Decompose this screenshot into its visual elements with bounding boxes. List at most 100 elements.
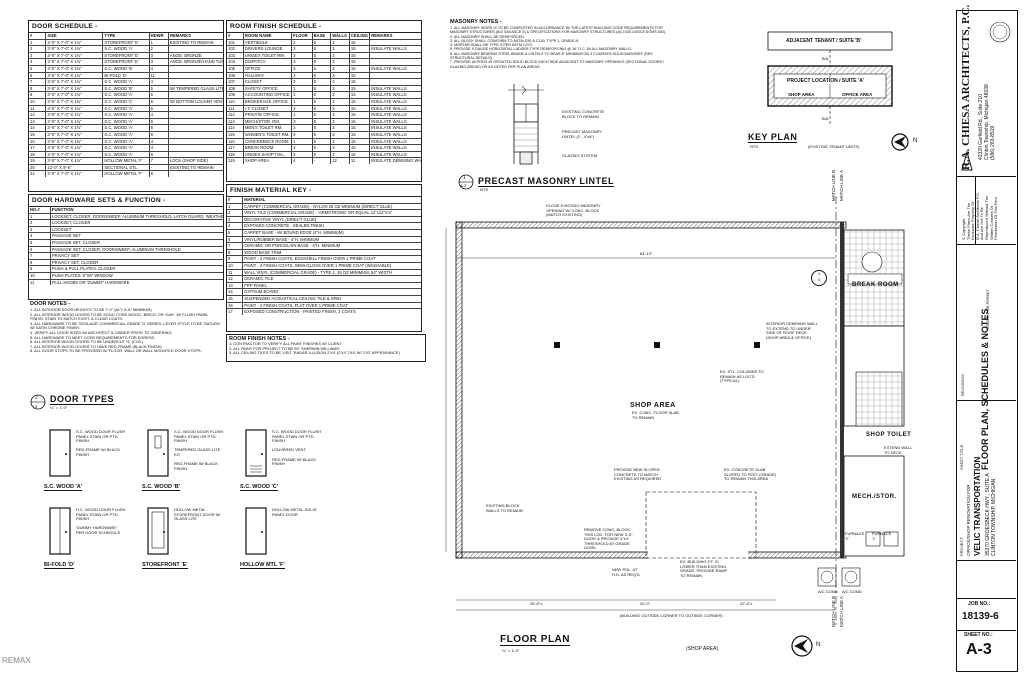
key-plan-north-icon bbox=[891, 133, 909, 151]
door-elevation-icon bbox=[245, 507, 267, 555]
table-cell: S.C. WOOD 'A' bbox=[103, 151, 150, 158]
lintel-scale: NTS bbox=[480, 187, 488, 192]
table-cell: 3 bbox=[227, 216, 244, 223]
table-cell: CONFERENCE ROOM bbox=[244, 138, 293, 145]
table-cell: 6 bbox=[313, 59, 332, 65]
table-cell: DISPATCH bbox=[244, 59, 293, 65]
table-cell: 3 bbox=[292, 65, 313, 72]
table-cell: CARPET (COMMERCIAL GRADE) - NYLON 26 OZ … bbox=[244, 203, 393, 209]
column-header: FUNCTION bbox=[51, 207, 74, 212]
table-cell: 10 bbox=[227, 262, 244, 269]
door-types-tag-sheet: 3 bbox=[35, 404, 38, 409]
table-cell: 7 bbox=[29, 79, 47, 85]
table-cell: S.C. WOOD 'B' bbox=[103, 65, 150, 72]
table-cell: 4 bbox=[150, 65, 169, 72]
table-cell: 1 bbox=[292, 138, 313, 145]
table-cell: S.C. WOOD 'C' bbox=[103, 98, 150, 105]
table-cell: 105 bbox=[227, 65, 244, 72]
table-cell: SHOP AREA bbox=[244, 158, 293, 164]
table-cell: 3'-0" X 7'-0" X 1¾" bbox=[46, 151, 104, 158]
table-cell: CLOSET bbox=[244, 79, 293, 85]
note-item: 5. PROVIDE 9 GAUGE HORIZONTAL LADDER-TYP… bbox=[450, 47, 632, 52]
lintel-label-2: PRECAST MASONRY LINTEL (2 - 4"x8") bbox=[562, 129, 603, 139]
column-header: FLOOR bbox=[292, 33, 313, 39]
table-cell: PRIVACY SET bbox=[51, 253, 80, 259]
table-cell: PRIVATE OFFICE bbox=[244, 112, 293, 118]
table-cell: 4 bbox=[150, 112, 169, 118]
sheet-title: FLOOR PLAN, SCHEDULES & NOTES bbox=[980, 308, 990, 470]
table-cell: 4 bbox=[29, 233, 51, 239]
table-cell: 1 bbox=[150, 39, 169, 46]
table-cell: 115 bbox=[227, 131, 244, 138]
table-cell: 19 bbox=[29, 158, 47, 164]
table-cell: 103 bbox=[227, 52, 244, 59]
column-header: # bbox=[29, 33, 47, 39]
table-cell: 3 bbox=[150, 52, 169, 59]
table-cell: CARPET BASE - W/ BOUND EDGE (4"H. MINIMU… bbox=[244, 229, 344, 235]
table-cell: 3 bbox=[331, 85, 350, 92]
note-item: 3. ALL CEILING TILES TO BE 'USG' 'RADAR … bbox=[229, 350, 400, 356]
floor-note-12: FURNACE '1' bbox=[872, 531, 892, 541]
table-cell: 4 bbox=[29, 59, 47, 65]
table-cell: EXISTING TO REMAIN bbox=[169, 164, 214, 170]
note-item: 1. ALL INTERIOR DOOR HEIGHTS TO BE 7'-0"… bbox=[30, 307, 152, 312]
table-cell: WOOD BASE TRIM bbox=[244, 249, 282, 255]
firm-address: 43320 Garfield Rd., Suite 210 Clinton To… bbox=[978, 84, 996, 160]
floor-plan-title: FLOOR PLAN bbox=[500, 634, 570, 646]
table-cell: 5 bbox=[29, 65, 47, 72]
table-cell: SUSPENDED ACOUSTICAL CEILING TILE & GRID bbox=[244, 295, 342, 301]
table-cell: 3'-0" X 7'-0" X 1¾" bbox=[46, 59, 104, 65]
table-cell: STOREFRONT 'E' bbox=[103, 59, 150, 65]
table-cell: MECH/STOR. RM. bbox=[244, 118, 293, 125]
table-cell: INSULATE WALLS bbox=[371, 65, 407, 71]
table-cell: 3 bbox=[331, 131, 350, 138]
table-cell: 15 bbox=[350, 46, 371, 52]
table-cell: 116 bbox=[227, 138, 244, 145]
table-cell: 3 bbox=[331, 151, 350, 158]
table-cell: 7 bbox=[150, 158, 169, 164]
table-cell: 3 bbox=[331, 39, 350, 46]
door-type-name: HOLLOW MTL 'F' bbox=[240, 562, 285, 569]
table-cell: 8 bbox=[29, 259, 51, 266]
job-no: 18139-6 bbox=[962, 611, 999, 622]
table-cell: 17 bbox=[227, 309, 244, 315]
table-cell: 15 bbox=[350, 145, 371, 151]
key-plan-subtitle: (EXISTING TENANT UNITS) bbox=[808, 144, 860, 149]
table-cell: 9 bbox=[29, 92, 47, 98]
table-cell: 3 bbox=[331, 105, 350, 112]
column-header: REMARKS bbox=[169, 33, 191, 38]
table-cell: 3'-0" X 7'-0" X 1¾" bbox=[46, 118, 104, 125]
table-cell: 3 bbox=[29, 226, 51, 233]
column-header: SIZE bbox=[46, 33, 104, 39]
table-cell bbox=[169, 119, 223, 125]
door-type-note: S.C. WOOD DOOR FLUSH PANEL STAIN OR PTD.… bbox=[272, 429, 322, 467]
table-cell: PASSAGE SET, CLOSER, DOORSWEEP, ALUMINUM… bbox=[51, 246, 181, 252]
table-cell: 9 bbox=[227, 256, 244, 262]
table-cell: 3 bbox=[292, 145, 313, 151]
table-cell: 3 bbox=[292, 105, 313, 112]
key-plan-b-bot: B/A bbox=[822, 116, 829, 121]
table-cell: 4 bbox=[150, 138, 169, 145]
column-header: TYPE bbox=[103, 33, 150, 39]
table-cell: 110 bbox=[227, 98, 244, 105]
lintel-label-3: GLAZING SYSTEM bbox=[562, 153, 598, 158]
table-cell: BREAK ROOM bbox=[244, 145, 293, 151]
table-cell: 15 bbox=[350, 85, 371, 92]
table-cell: 15 bbox=[350, 131, 371, 138]
table-cell: 3 bbox=[331, 46, 350, 52]
table-cell: 15 bbox=[350, 92, 371, 98]
table-cell: 3 bbox=[331, 98, 350, 105]
table-cell: 21 bbox=[29, 171, 47, 178]
